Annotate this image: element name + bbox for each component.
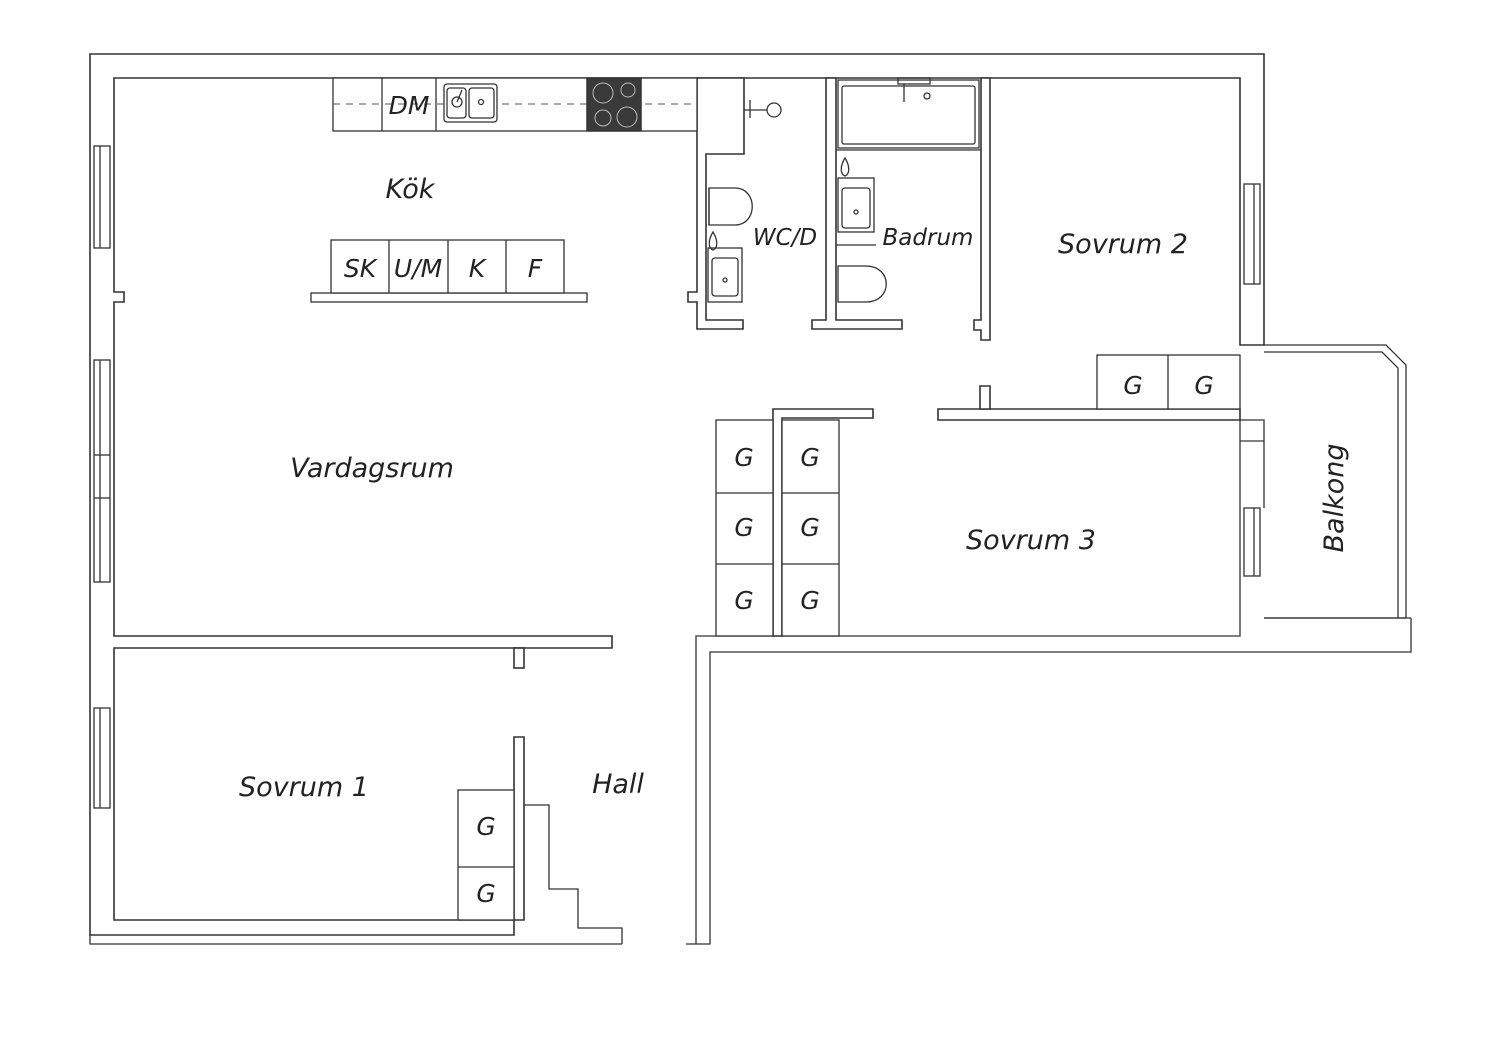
interior-walls (513, 77, 1241, 944)
wardrobe-label: G (476, 812, 495, 841)
windows (93, 145, 1261, 809)
cabinet-um-label: U/M (394, 254, 442, 283)
room-label-hall: Hall (592, 769, 644, 800)
toilet-icon (708, 187, 753, 226)
kitchen-sink-icon (443, 83, 498, 123)
cabinet-f-label: F (528, 254, 543, 283)
badrum-fixtures (836, 77, 981, 303)
room-label-sovrum3: Sovrum 3 (966, 525, 1096, 556)
wc-fixtures (707, 100, 782, 303)
dishwasher-label: DM (389, 91, 430, 120)
kitchen-counter: DM (332, 77, 698, 132)
kitchen-cabinets: SK U/M K F (310, 239, 588, 303)
wardrobe-label: G (734, 513, 753, 542)
wardrobe-label: G (476, 879, 495, 908)
badrum-toilet-icon (837, 265, 887, 303)
window-kok (93, 145, 111, 249)
room-labels: Kök Vardagsrum WC/D Badrum Sovrum 2 Sovr… (239, 174, 1350, 803)
window-vardagsrum (93, 359, 111, 583)
wardrobe-label: G (800, 443, 819, 472)
wardrobe-label: G (1123, 371, 1142, 400)
room-label-vardagsrum: Vardagsrum (290, 453, 454, 484)
wc-sink-icon (707, 230, 743, 303)
room-label-sovrum1: Sovrum 1 (239, 772, 369, 803)
shower-tap-icon (744, 100, 782, 118)
wardrobe-label: G (734, 586, 753, 615)
cabinet-k-label: K (469, 254, 488, 283)
badrum-sink-icon (837, 156, 875, 233)
window-sovrum1 (93, 707, 111, 809)
cabinet-sk-label: SK (344, 254, 379, 283)
room-label-kok: Kök (386, 174, 436, 205)
wardrobe-label: G (800, 586, 819, 615)
window-sovrum3 (1243, 507, 1261, 577)
room-label-balkong: Balkong (1319, 444, 1350, 553)
wardrobe-label: G (800, 513, 819, 542)
stove-icon (586, 77, 642, 132)
room-label-badrum: Badrum (883, 225, 974, 251)
window-sovrum2 (1243, 183, 1261, 285)
room-label-wc: WC/D (753, 225, 817, 251)
wardrobes: G G G G G G G G G G (457, 354, 1241, 921)
room-label-sovrum2: Sovrum 2 (1058, 229, 1188, 260)
wardrobe-label: G (734, 443, 753, 472)
wardrobe-label: G (1194, 371, 1213, 400)
bathtub-icon (837, 77, 980, 149)
